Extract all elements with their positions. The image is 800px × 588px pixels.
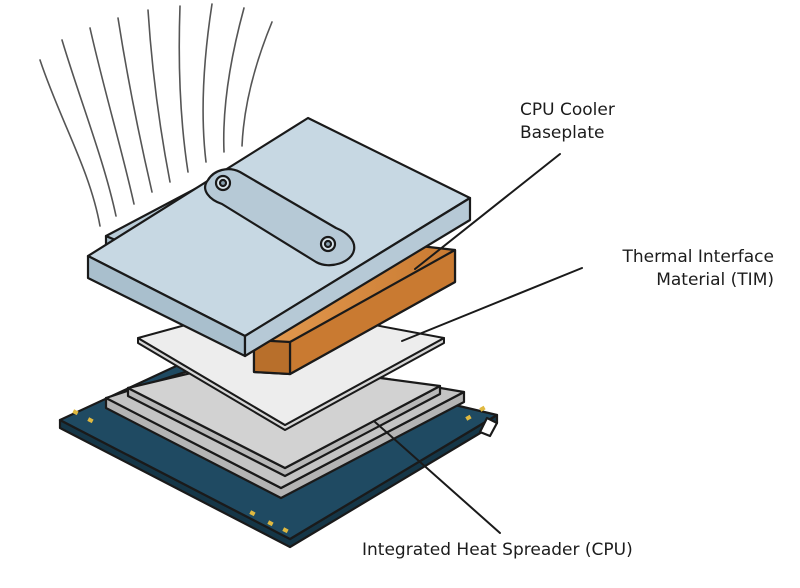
leader-line-tim bbox=[401, 267, 583, 342]
leader-lines bbox=[374, 153, 583, 534]
cooler-baseplate bbox=[86, 116, 472, 376]
label-tim-line2: Material (TIM) bbox=[656, 270, 774, 290]
cpu-pcb-contacts bbox=[72, 405, 486, 534]
label-cooler-line2: Baseplate bbox=[520, 123, 605, 143]
leader-line-cooler bbox=[414, 153, 561, 270]
label-integrated-heat-spreader: Integrated Heat Spreader (CPU) bbox=[362, 540, 633, 560]
leader-line-ihs bbox=[374, 421, 501, 534]
heat-pipes bbox=[39, 3, 273, 227]
label-tim-line1: Thermal Interface bbox=[622, 247, 774, 267]
label-cooler-line1: CPU Cooler bbox=[520, 100, 615, 120]
